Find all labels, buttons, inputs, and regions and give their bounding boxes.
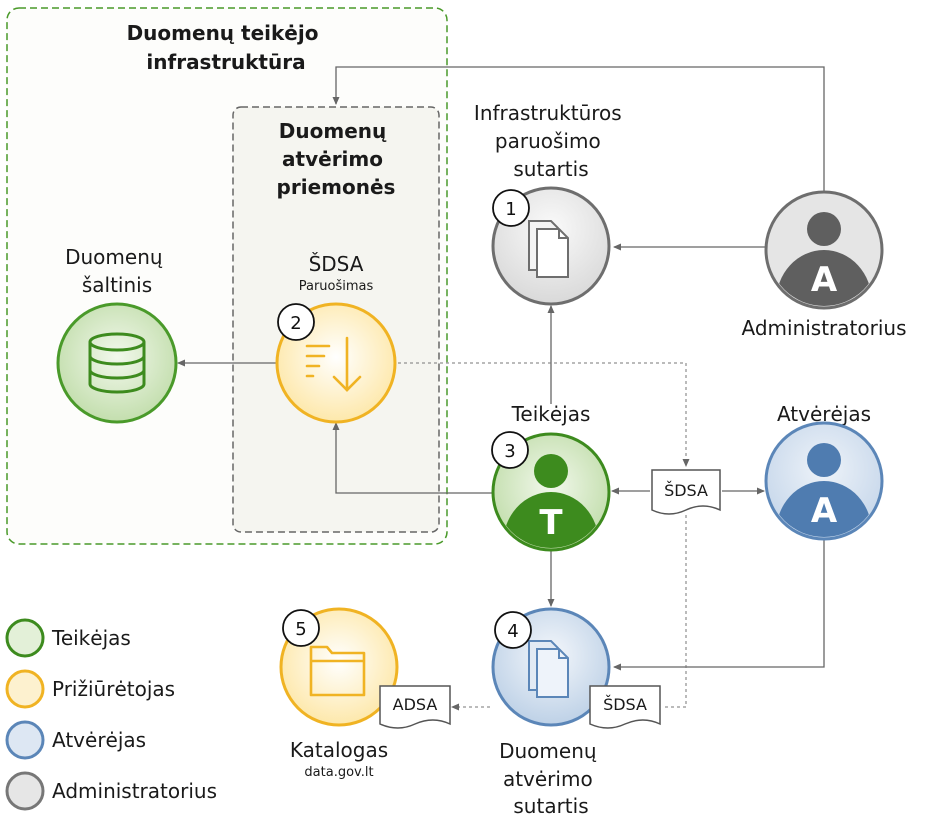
step-badge-4: 4 [494,611,532,649]
sdsa-prep-label: ŠDSA [309,252,364,276]
step-badge-3: 3 [491,431,529,469]
database-icon [88,332,146,394]
legend-item: Teikėjas [5,618,131,658]
dotted-sdsa-to-doc [398,362,690,467]
svg-text:ADSA: ADSA [393,695,438,714]
svg-text:A: A [811,260,838,300]
step-badge-1: 1 [492,189,530,227]
svg-text:T: T [539,503,563,543]
legend-item: Administratorius [5,771,217,811]
legend: TeikėjasPrižiūrėtojasAtvėrėjasAdministra… [5,618,217,811]
svg-text:5: 5 [295,619,306,640]
legend-swatch [5,618,45,658]
svg-text:ŠDSA: ŠDSA [664,481,708,500]
folder-icon [309,645,366,697]
data-source-node[interactable] [56,302,178,424]
svg-text:4: 4 [507,621,518,642]
arrow-admin-to-tools [332,66,825,192]
opening-tools-title: Duomenų atvėrimo priemonės [277,119,396,199]
sort-download-icon [305,336,362,392]
opening-contract-label: Duomenų atvėrimo sutartis [499,739,603,818]
arrow-provider-to-sdsa-prep [332,422,494,494]
legend-swatch [5,669,45,709]
legend-item: Atvėrėjas [5,720,146,760]
legend-swatch [5,771,45,811]
legend-swatch [5,720,45,760]
catalog-label: Katalogas [290,738,388,762]
sdsa-document-contract[interactable]: ŠDSA [589,685,661,729]
opener-avatar-icon [776,443,872,537]
legend-label: Administratorius [52,779,217,803]
step-badge-2: 2 [277,303,315,341]
legend-item: Prižiūrėtojas [5,669,175,709]
administrator-label: Administratorius [742,316,907,340]
legend-label: Prižiūrėtojas [52,677,175,701]
legend-label: Atvėrėjas [52,728,146,752]
documents-icon [528,640,569,698]
sdsa-document-mid[interactable]: ŠDSA [651,469,721,515]
legend-label: Teikėjas [51,626,131,650]
sdsa-prep-sublabel: Paruošimas [299,279,374,294]
svg-text:2: 2 [290,313,301,334]
adsa-document[interactable]: ADSA [379,685,451,729]
documents-icon [528,220,569,278]
opener-node[interactable]: A [764,421,884,585]
svg-text:3: 3 [504,441,515,462]
svg-text:A: A [811,491,838,531]
provider-avatar-icon [503,454,599,548]
administrator-avatar-icon [776,212,872,306]
svg-text:1: 1 [505,199,516,220]
data-source-label: Duomenų šaltinis [65,245,169,297]
provider-infrastructure-title: Duomenų teikėjo infrastruktūra [127,21,326,74]
catalog-sublabel: data.gov.lt [304,765,373,780]
provider-label: Teikėjas [511,402,591,426]
step-badge-5: 5 [282,609,320,647]
dotted-doc-to-contract [662,515,687,708]
svg-text:ŠDSA: ŠDSA [603,695,647,714]
arrow-opener-to-opening-contract [613,540,825,671]
infra-contract-label: Infrastruktūros paruošimo sutartis [474,101,628,181]
administrator-node[interactable]: A [764,190,884,354]
